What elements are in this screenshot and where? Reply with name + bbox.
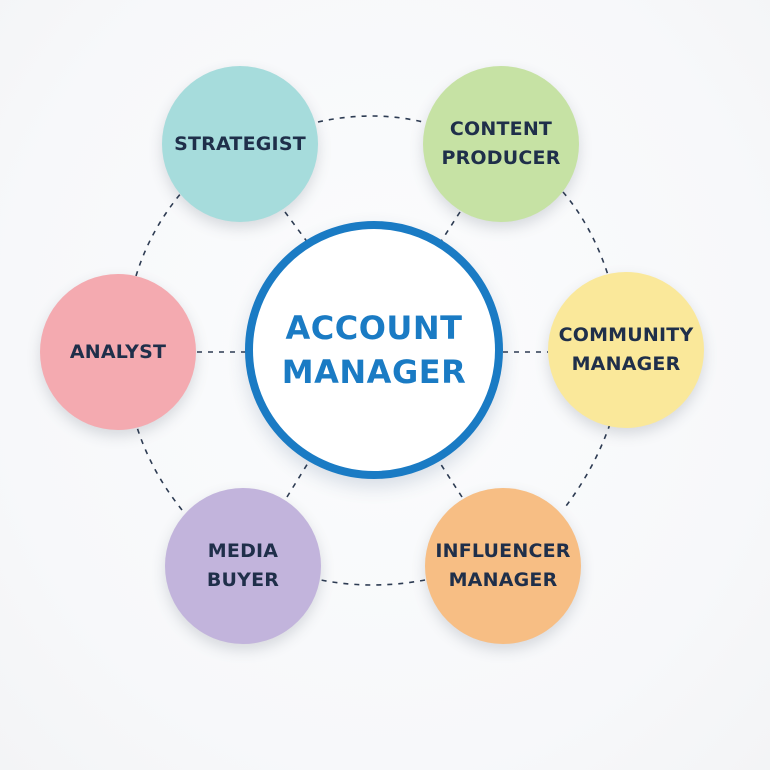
role-node-analyst: ANALYST (40, 274, 196, 430)
ring-connector-influencer-media (320, 579, 426, 586)
role-label-media-buyer: MEDIA BUYER (206, 540, 280, 591)
role-node-content-producer: CONTENT PRODUCER (423, 66, 579, 222)
spoke-strategist (284, 211, 309, 244)
hub-label: ACCOUNT MANAGER (281, 309, 467, 391)
ring-connector-content-community (562, 191, 609, 276)
ring-connector-community-influencer (562, 423, 611, 511)
ring-connector-media-analyst (135, 423, 183, 511)
role-label-strategist: STRATEGIST (174, 132, 306, 155)
hub-account-manager: ACCOUNT MANAGER (245, 221, 503, 479)
role-node-media-buyer: MEDIA BUYER (165, 488, 321, 644)
ring-connector-strategist-content (317, 115, 424, 123)
spoke-content-producer (439, 211, 461, 244)
ring-connector-analyst-strategist (135, 191, 183, 277)
role-node-community-manager: COMMUNITY MANAGER (548, 272, 704, 428)
role-label-influencer-manager: INFLUENCER MANAGER (435, 540, 571, 591)
spoke-influencer-manager (439, 462, 463, 498)
role-node-strategist: STRATEGIST (162, 66, 318, 222)
spoke-media-buyer (286, 462, 309, 498)
role-label-analyst: ANALYST (69, 340, 167, 363)
role-label-community-manager: COMMUNITY MANAGER (558, 324, 694, 375)
role-node-influencer-manager: INFLUENCER MANAGER (425, 488, 581, 644)
role-label-content-producer: CONTENT PRODUCER (441, 118, 561, 169)
